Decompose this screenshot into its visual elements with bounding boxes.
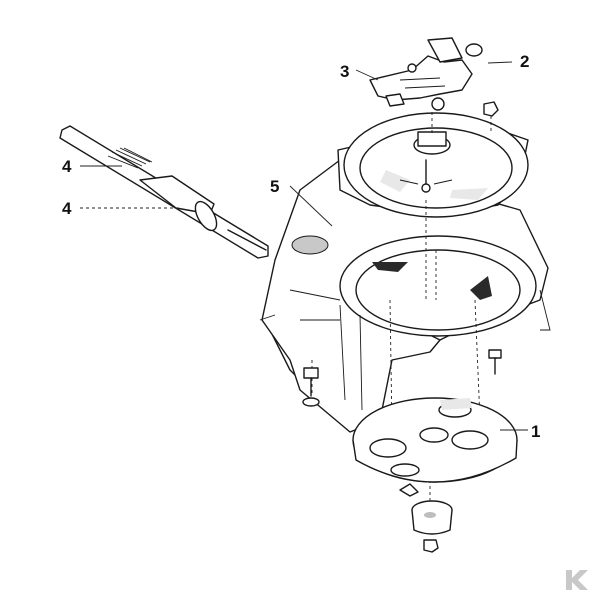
callout-label-4-lower: 4 — [62, 199, 72, 218]
top-ring-plate — [337, 112, 529, 218]
callout-label-4-upper: 4 — [62, 157, 72, 176]
callout-label-5: 5 — [270, 177, 279, 196]
callout-label-3: 3 — [340, 62, 349, 81]
brand-watermark-icon — [566, 570, 588, 590]
hex-nut-bottom — [423, 539, 439, 553]
hex-nut-top — [483, 101, 499, 132]
housing-part — [259, 159, 551, 433]
bottom-bearing-part — [411, 500, 453, 535]
callout-label-2: 2 — [520, 52, 529, 71]
brand-logo-emblem — [291, 235, 329, 255]
callout-label-1: 1 — [531, 422, 540, 441]
linkage-bracket-part — [369, 37, 483, 111]
leader-lines — [80, 61, 528, 431]
bolt-right — [488, 349, 502, 375]
bottom-plate-part — [352, 397, 518, 497]
bolt-left — [302, 367, 320, 407]
drive-shaft-part — [59, 125, 269, 259]
